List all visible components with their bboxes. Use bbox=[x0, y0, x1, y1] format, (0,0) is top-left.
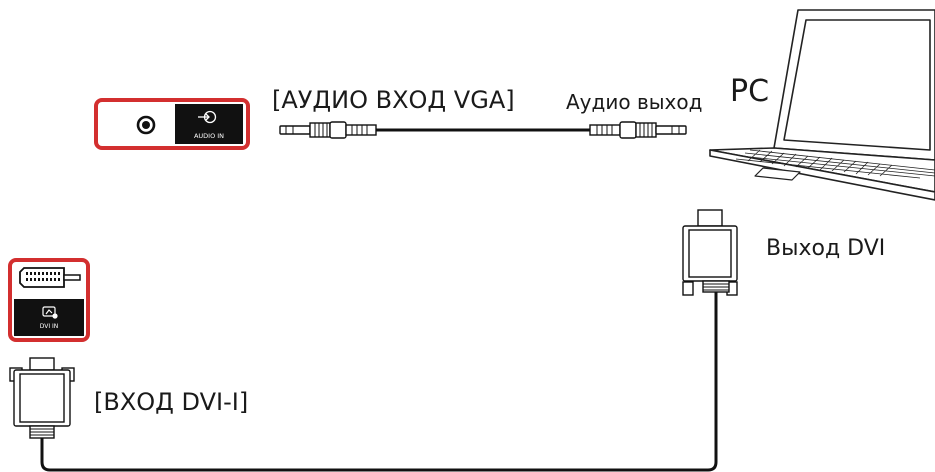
dvi-out-label: Выход DVI bbox=[766, 236, 886, 261]
audio-cable bbox=[279, 121, 687, 139]
audio-jack-icon bbox=[136, 115, 156, 135]
audio-out-label: Аудио выход bbox=[566, 90, 703, 114]
dvi-in-label: [ВХОД DVI-I] bbox=[94, 388, 249, 416]
audio-port-panel: AUDIO IN bbox=[94, 98, 250, 150]
dvi-port-panel: DVI IN bbox=[8, 258, 90, 342]
dvi-plug-display-side bbox=[9, 357, 75, 439]
left-audio-plug bbox=[279, 121, 377, 139]
right-audio-plug bbox=[589, 121, 687, 139]
dvi-port-label: DVI IN bbox=[40, 323, 59, 330]
pc-label: PC bbox=[730, 74, 770, 109]
dvi-connector-icon bbox=[19, 267, 81, 288]
laptop-icon bbox=[709, 9, 935, 201]
dvi-cable bbox=[40, 292, 718, 472]
dvi-input-icon bbox=[42, 306, 58, 319]
audio-in-vga-label: [АУДИО ВХОД VGA] bbox=[272, 86, 515, 114]
dvi-plug-pc-side bbox=[682, 209, 738, 296]
audio-input-arrow-icon bbox=[198, 110, 217, 124]
audio-port-label: AUDIO IN bbox=[194, 132, 224, 140]
